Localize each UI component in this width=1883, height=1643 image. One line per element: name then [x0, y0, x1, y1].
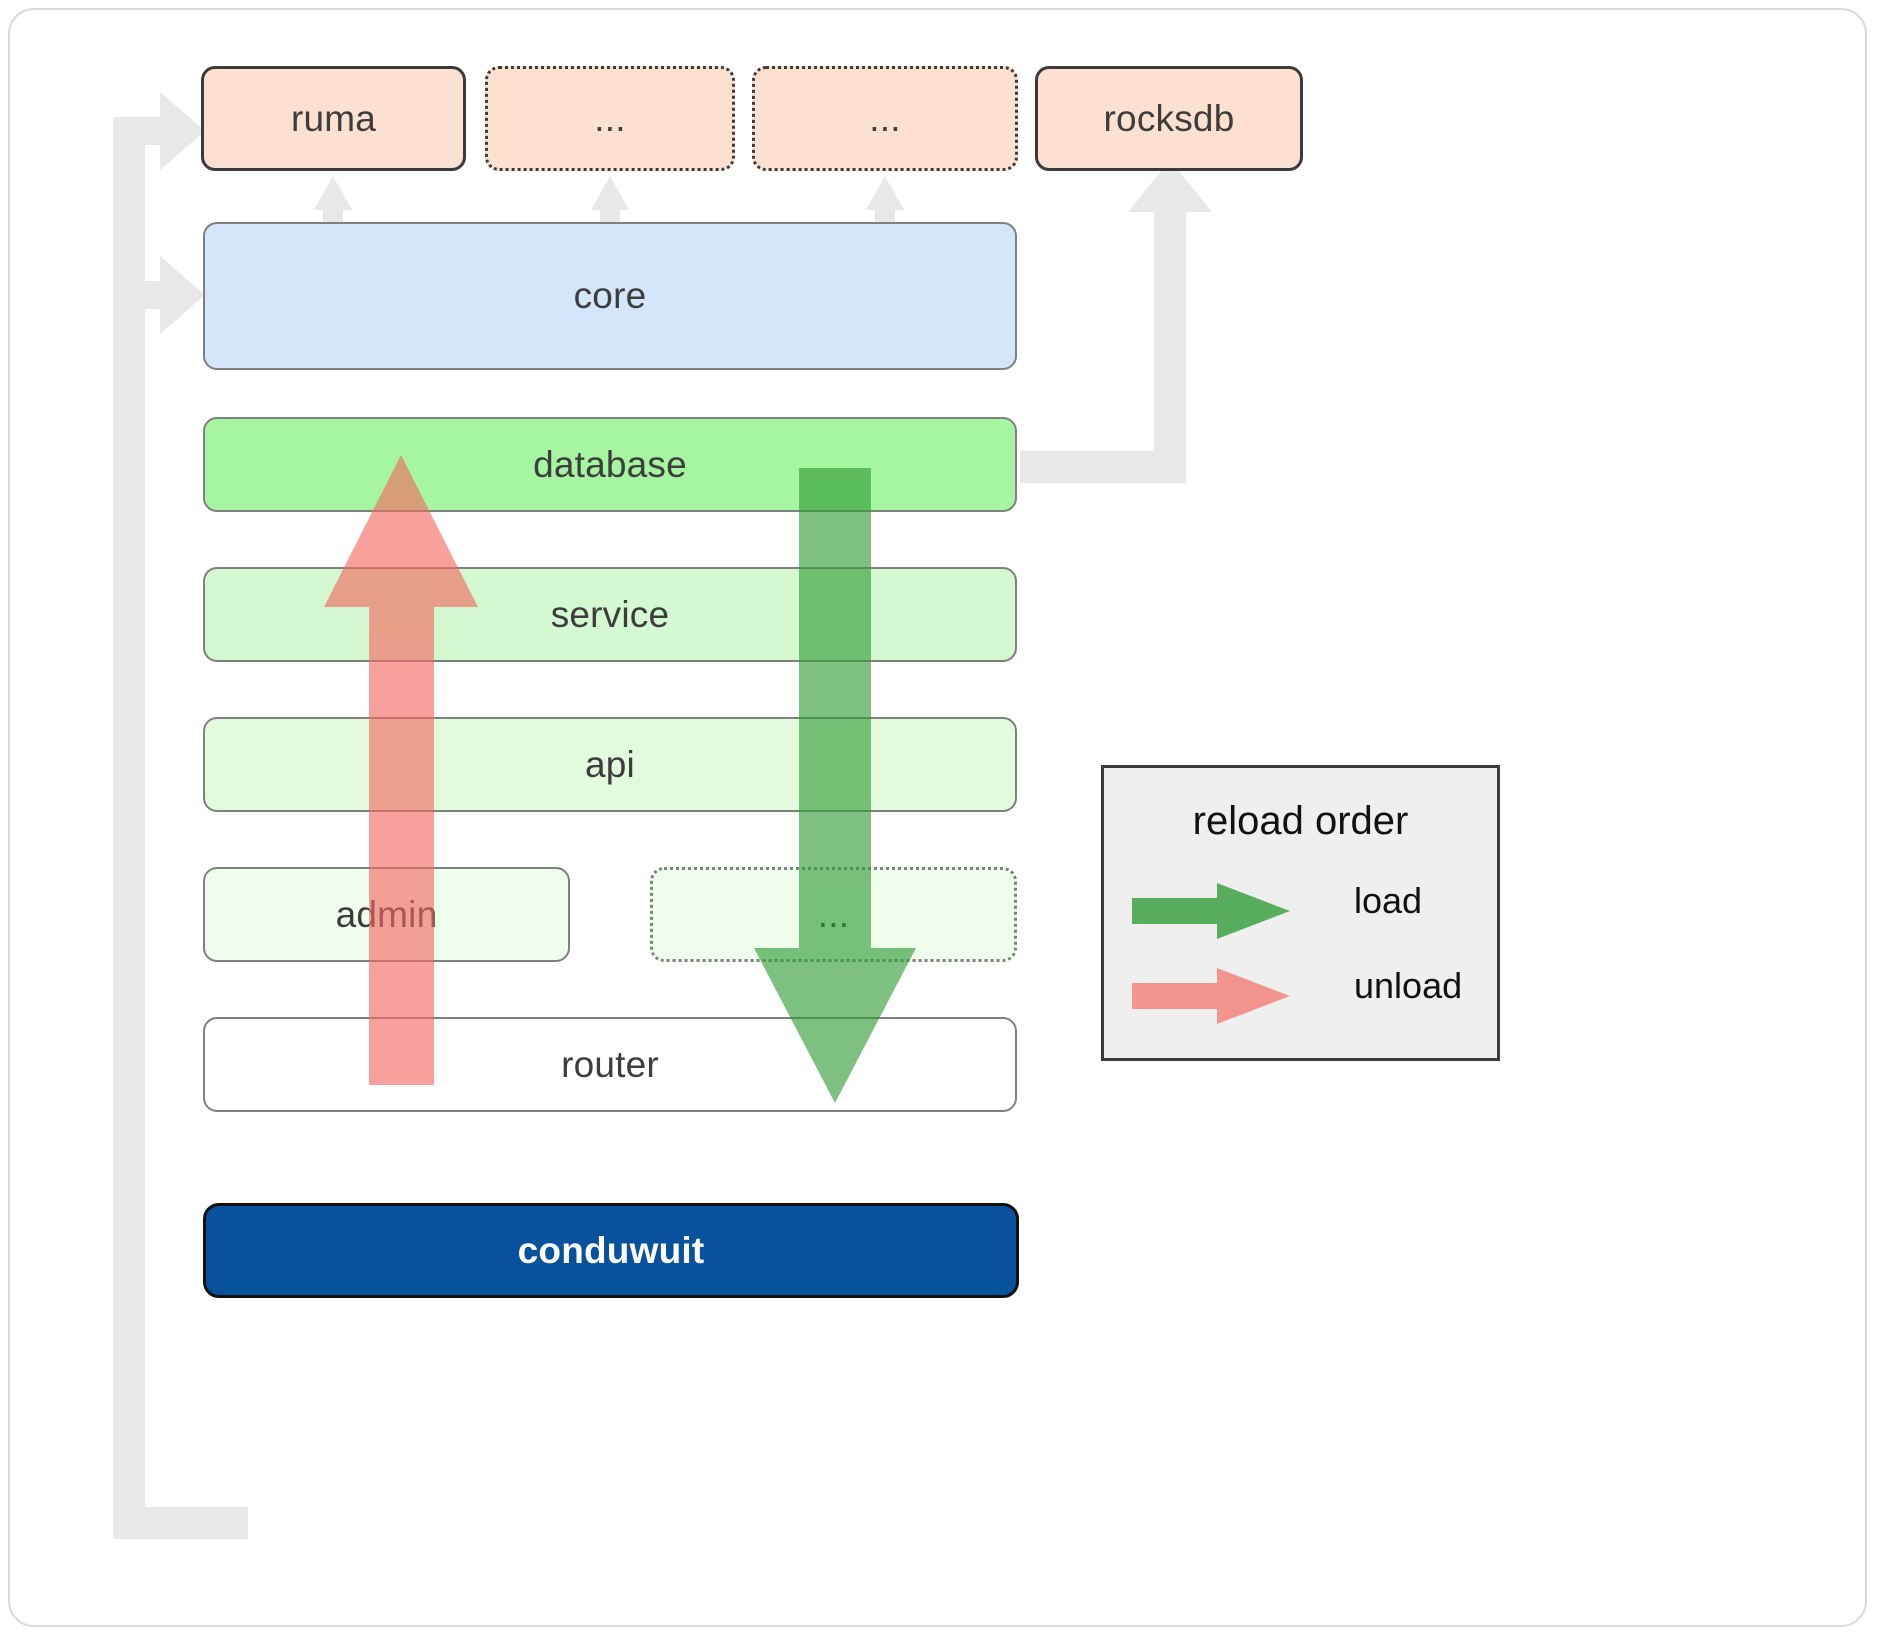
node-service[interactable]: service [203, 567, 1017, 662]
node-top-ellipsis-2[interactable]: ... [752, 66, 1018, 171]
legend-box: reload order load unload [1101, 765, 1500, 1061]
node-bottom-ellipsis[interactable]: ... [650, 867, 1017, 962]
node-label: conduwuit [517, 1229, 705, 1271]
node-conduwuit[interactable]: conduwuit [203, 1203, 1019, 1298]
node-label: admin [335, 893, 438, 935]
node-core[interactable]: core [203, 222, 1017, 370]
node-database[interactable]: database [203, 417, 1017, 512]
node-label: ... [594, 97, 626, 139]
legend-load-arrow-icon [1132, 883, 1290, 939]
legend-title: reload order [1192, 799, 1409, 843]
node-label: ... [869, 97, 901, 139]
node-label: rocksdb [1103, 97, 1235, 139]
node-api[interactable]: api [203, 717, 1017, 812]
node-label: api [585, 743, 635, 785]
node-label: ... [817, 893, 850, 935]
node-rocksdb[interactable]: rocksdb [1035, 66, 1303, 171]
node-admin[interactable]: admin [203, 867, 570, 962]
legend-unload-label: unload [1354, 965, 1463, 1006]
node-label: router [561, 1043, 659, 1085]
node-top-ellipsis-1[interactable]: ... [485, 66, 735, 171]
node-label: database [533, 443, 687, 485]
node-label: ruma [290, 97, 377, 139]
node-router[interactable]: router [203, 1017, 1017, 1112]
node-label: core [573, 275, 647, 316]
node-label: service [550, 593, 670, 635]
legend-load-label: load [1354, 880, 1423, 921]
legend-unload-arrow-icon [1132, 968, 1290, 1024]
node-ruma[interactable]: ruma [201, 66, 466, 171]
